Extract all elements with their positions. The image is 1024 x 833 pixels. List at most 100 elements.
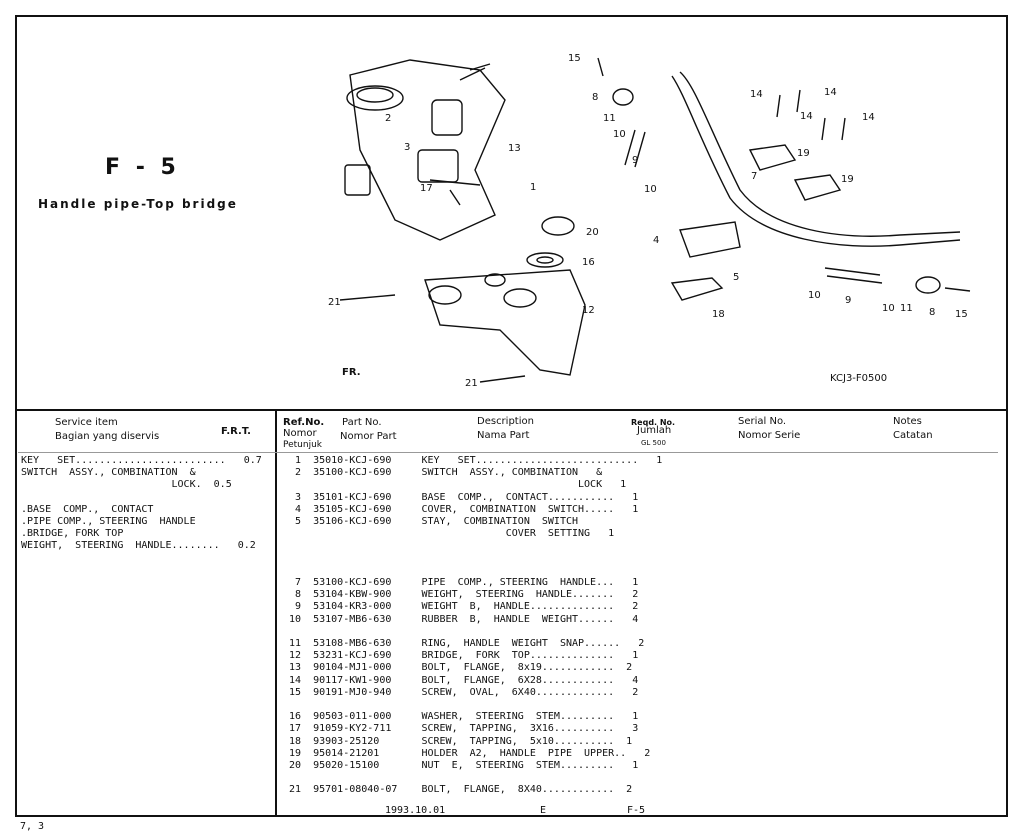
service-item-row: KEY SET......................... 0.7 xyxy=(21,455,262,466)
header-serial-no: Serial No. xyxy=(738,416,787,427)
header-description-id: Nama Part xyxy=(477,430,530,441)
page-title: F - 5 xyxy=(105,155,180,180)
callout-14a: 14 xyxy=(750,89,763,100)
parts-row: 19 95014-21201 HOLDER A2, HANDLE PIPE UP… xyxy=(283,747,651,759)
parts-row: COVER SETTING 1 xyxy=(283,528,615,540)
parts-row: 11 53108-MB6-630 RING, HANDLE WEIGHT SNA… xyxy=(283,638,645,650)
service-item-row: LOCK. 0.5 xyxy=(21,479,232,491)
parts-row xyxy=(283,565,662,577)
service-item-row: .PIPE COMP., STEERING HANDLE xyxy=(21,516,196,528)
callout-14d: 14 xyxy=(862,112,875,123)
page-number: 7, 3 xyxy=(20,821,45,832)
parts-row: 21 95701-08040-07 BOLT, FLANGE, 8X40....… xyxy=(283,784,633,796)
parts-row: 17 91059-KY2-711 SCREW, TAPPING, 3X16...… xyxy=(283,723,639,735)
parts-row: 20 95020-15100 NUT E, STEERING STEM.....… xyxy=(283,760,639,772)
section-divider xyxy=(15,409,1008,411)
callout-2: 2 xyxy=(385,113,391,124)
header-frt: F.R.T. xyxy=(221,426,251,437)
header-ref-no: Ref.No. xyxy=(283,417,325,428)
diagram-code: KCJ3-F0500 xyxy=(830,373,887,384)
header-reqd-model: GL 500 xyxy=(641,439,666,447)
parts-diagram: 15 8 11 10 9 10 14 14 14 14 19 19 7 2 3 … xyxy=(328,53,971,389)
parts-row: 9 53104-KR3-000 WEIGHT B, HANDLE........… xyxy=(283,601,639,613)
callout-11b: 11 xyxy=(900,303,913,314)
callout-21b: 21 xyxy=(465,378,478,389)
callout-13: 13 xyxy=(508,143,521,154)
callout-8a: 8 xyxy=(592,92,598,103)
callout-8b: 8 xyxy=(929,307,935,318)
callout-11a: 11 xyxy=(603,113,616,124)
service-item-row: SWITCH ASSY., COMBINATION & xyxy=(21,467,196,479)
service-item-row xyxy=(21,492,262,504)
parts-list: 1 35010-KCJ-690 KEY SET.................… xyxy=(283,455,662,797)
parts-row: 7 53100-KCJ-690 PIPE COMP., STEERING HAN… xyxy=(283,577,639,589)
header-notes-id: Catatan xyxy=(893,430,933,441)
callout-19b: 19 xyxy=(841,174,854,185)
parts-row: LOCK 1 xyxy=(283,479,627,491)
callout-10d: 10 xyxy=(882,303,895,314)
service-item-row: WEIGHT, STEERING HANDLE........ 0.2 xyxy=(21,540,256,552)
callout-20: 20 xyxy=(586,227,599,238)
callout-9a: 9 xyxy=(632,155,638,166)
header-notes: Notes xyxy=(893,416,922,427)
parts-row: 2 35100-KCJ-690 SWITCH ASSY., COMBINATIO… xyxy=(283,467,603,479)
parts-row: 3 35101-KCJ-690 BASE COMP., CONTACT.....… xyxy=(283,491,639,503)
callout-5: 5 xyxy=(733,272,739,283)
parts-row xyxy=(283,626,662,638)
column-divider xyxy=(275,410,277,817)
callout-14b: 14 xyxy=(824,87,837,98)
callout-10b: 10 xyxy=(644,184,657,195)
header-service-item: Service item xyxy=(55,417,118,428)
callout-19a: 19 xyxy=(797,148,810,159)
parts-row: 14 90117-KW1-900 BOLT, FLANGE, 6X28.....… xyxy=(283,674,639,686)
callout-17: 17 xyxy=(420,183,433,194)
header-underline xyxy=(18,452,998,453)
callout-9b: 9 xyxy=(845,295,851,306)
header-service-item-id: Bagian yang diservis xyxy=(55,431,160,442)
callout-4: 4 xyxy=(653,235,659,246)
callout-15a: 15 xyxy=(568,53,581,64)
callout-10a: 10 xyxy=(613,129,626,140)
footer-page-ref: F-5 xyxy=(627,805,646,816)
service-item-row: .BASE COMP., CONTACT xyxy=(21,503,154,515)
footer-date: 1993.10.01 xyxy=(385,805,446,816)
parts-row: 4 35105-KCJ-690 COVER, COMBINATION SWITC… xyxy=(283,503,639,515)
header-ref-no-id1: Nomor xyxy=(283,428,317,439)
parts-row: 13 90104-MJ1-000 BOLT, FLANGE, 8x19.....… xyxy=(283,662,633,674)
parts-row: 18 93903-25120 SCREW, TAPPING, 5x10.....… xyxy=(283,735,633,747)
parts-row: 1 35010-KCJ-690 KEY SET.................… xyxy=(283,455,663,466)
callout-18: 18 xyxy=(712,309,725,320)
page-subtitle: Handle pipe-Top bridge xyxy=(38,197,238,211)
header-part-no-id: Nomor Part xyxy=(340,431,397,442)
header-part-no: Part No. xyxy=(342,417,382,428)
service-item-row: .BRIDGE, FORK TOP xyxy=(21,528,124,540)
page-frame xyxy=(15,15,1008,817)
parts-row xyxy=(283,540,662,552)
front-arrow-label: FR. xyxy=(342,367,361,378)
callout-21a: 21 xyxy=(328,297,341,308)
parts-row xyxy=(283,772,662,784)
header-ref-no-id2: Petunjuk xyxy=(283,440,322,450)
callout-14c: 14 xyxy=(800,111,813,122)
parts-row xyxy=(283,699,662,711)
parts-row: 16 90503-011-000 WASHER, STEERING STEM..… xyxy=(283,711,639,723)
header-description: Description xyxy=(477,416,534,427)
parts-row: 8 53104-KBW-900 WEIGHT, STEERING HANDLE.… xyxy=(283,589,639,601)
callout-3: 3 xyxy=(404,142,410,153)
callout-16: 16 xyxy=(582,257,595,268)
footer-edition: E xyxy=(540,805,547,816)
parts-row: 10 53107-MB6-630 RUBBER B, HANDLE WEIGHT… xyxy=(283,613,639,625)
parts-row: 12 53231-KCJ-690 BRIDGE, FORK TOP.......… xyxy=(283,650,639,662)
parts-row: 5 35106-KCJ-690 STAY, COMBINATION SWITCH xyxy=(283,516,579,528)
parts-row: 15 90191-MJ0-940 SCREW, OVAL, 6X40......… xyxy=(283,686,639,698)
callout-12: 12 xyxy=(582,305,595,316)
callout-10c: 10 xyxy=(808,290,821,301)
header-reqd-no: Reqd. No. xyxy=(631,418,676,427)
callout-15b: 15 xyxy=(955,309,968,320)
callout-7: 7 xyxy=(751,171,757,182)
parts-row xyxy=(283,553,662,565)
header-serial-no-id: Nomor Serie xyxy=(738,430,801,441)
header-reqd-no-id: Jumlah xyxy=(637,425,672,436)
callout-1: 1 xyxy=(530,182,536,193)
